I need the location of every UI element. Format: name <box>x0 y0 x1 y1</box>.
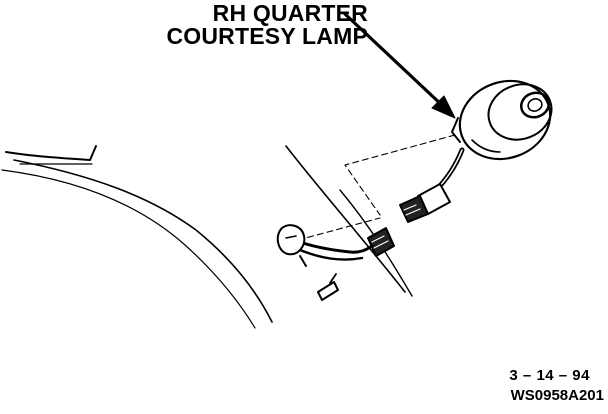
figure-code: WS0958A201 <box>510 387 604 404</box>
date-stamp: 3 – 14 – 94 <box>509 367 590 384</box>
component-callout-label: RH QUARTER COURTESY LAMP <box>108 2 368 48</box>
courtesy-lamp-housing <box>451 79 553 161</box>
lamp-connector <box>399 183 451 223</box>
callout-arrow <box>343 12 456 119</box>
fastener-clip <box>317 273 339 301</box>
callout-line-2: COURTESY LAMP <box>166 23 368 49</box>
harness-retainer <box>276 224 307 267</box>
dashed-leader-lines <box>297 134 456 241</box>
callout-line-1: RH QUARTER <box>212 0 368 26</box>
body-harness-connector <box>292 227 395 261</box>
